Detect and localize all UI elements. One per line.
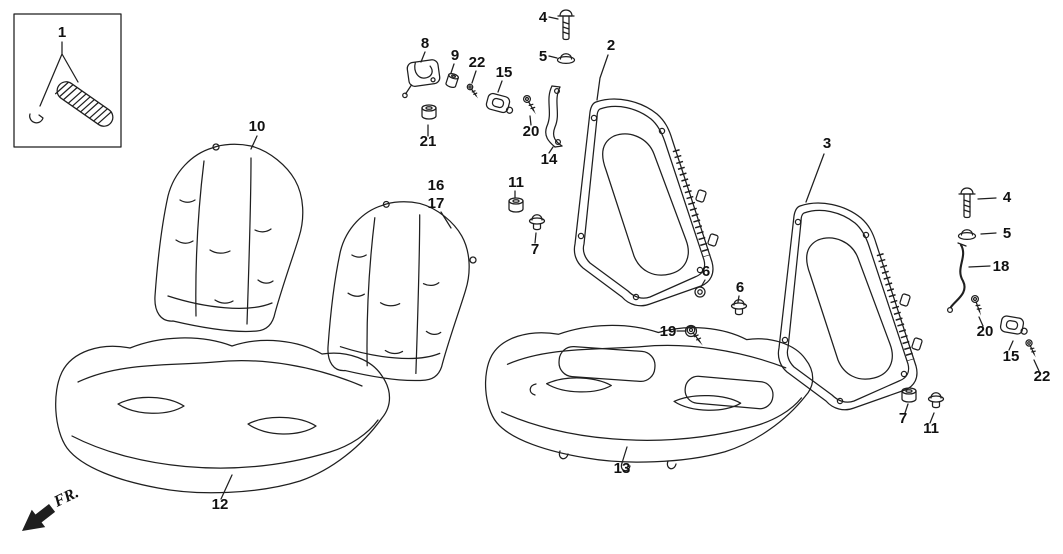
part-label-11-right: 11 [923,420,939,437]
part-11-grommet-left [508,197,524,213]
part-4-bolt-left [557,9,575,41]
part-label-8: 8 [421,35,429,52]
label-layer: 1 8 9 22 15 4 5 2 20 21 14 10 16 17 11 7… [50,9,1050,513]
part-9-bushing [445,73,459,89]
part-4-bolt-right [958,187,976,219]
part-20-bolt-left [519,94,541,116]
part-label-18: 18 [993,258,1010,275]
part-11-pushnut-right [927,392,945,409]
part-label-13: 13 [614,460,631,477]
part-13-details [530,346,774,471]
part-2-seat-back-frame [574,99,718,306]
part-label-15-right: 15 [1003,348,1020,365]
part-label-16: 16 [428,177,445,194]
part-3-seat-back-frame [778,203,922,410]
part-14-hinge-strap [546,86,562,147]
part-20-bolt-right [965,293,989,317]
part-15-latch-left [484,91,517,116]
part-1-detail-box [14,14,121,147]
part-13-seat-cushion [484,324,814,463]
part-22-screw-right [1021,338,1042,359]
part-label-1: 1 [58,24,66,41]
part-label-17: 17 [428,195,445,212]
part-label-21: 21 [420,133,437,150]
part-label-20-right: 20 [977,323,994,340]
part-label-4-left: 4 [539,9,548,26]
part-18-rod [948,243,966,312]
part-5-nut-right [957,229,977,241]
leader-lines [40,17,1039,499]
part-10-seat-back [154,143,304,333]
part-6-pushnut [730,299,748,316]
part-label-14: 14 [541,151,558,168]
seat-back-button [470,257,476,263]
part-label-22-right: 22 [1034,368,1051,385]
part-label-5-right: 5 [1003,225,1011,242]
part-label-6-b: 6 [736,279,744,296]
part-21-grommet [421,104,437,120]
part-label-12: 12 [212,496,229,513]
part-label-6-a: 6 [702,263,710,280]
part-label-7-right: 7 [899,410,907,427]
part-6-ring [695,287,705,297]
part-5-nut-left [556,53,576,65]
part-label-3: 3 [823,135,831,152]
part-label-11-left: 11 [508,174,524,191]
part-16-17-seat-back [327,200,470,382]
part-label-22-left: 22 [469,54,486,71]
fr-label: FR. [50,484,81,511]
part-label-10: 10 [249,118,266,135]
part-label-7-left: 7 [531,241,539,258]
part-22-screw-left [465,83,481,100]
part-12-seat-cushion [55,337,391,494]
part-1-clip [30,114,43,123]
part-label-2: 2 [607,37,615,54]
art-layer [14,9,1042,531]
part-label-4-right: 4 [1003,189,1012,206]
part-label-19: 19 [660,323,677,340]
part-label-9: 9 [451,47,459,64]
part-8-lock [398,59,442,98]
part-label-5-left: 5 [539,48,547,65]
part-label-15-left: 15 [496,64,513,81]
part-7-pushnut-left [528,214,546,231]
part-15-latch-right [999,314,1030,337]
part-label-20-left: 20 [523,123,540,140]
fr-direction-arrow [22,504,56,531]
part-1-spring [54,78,117,129]
